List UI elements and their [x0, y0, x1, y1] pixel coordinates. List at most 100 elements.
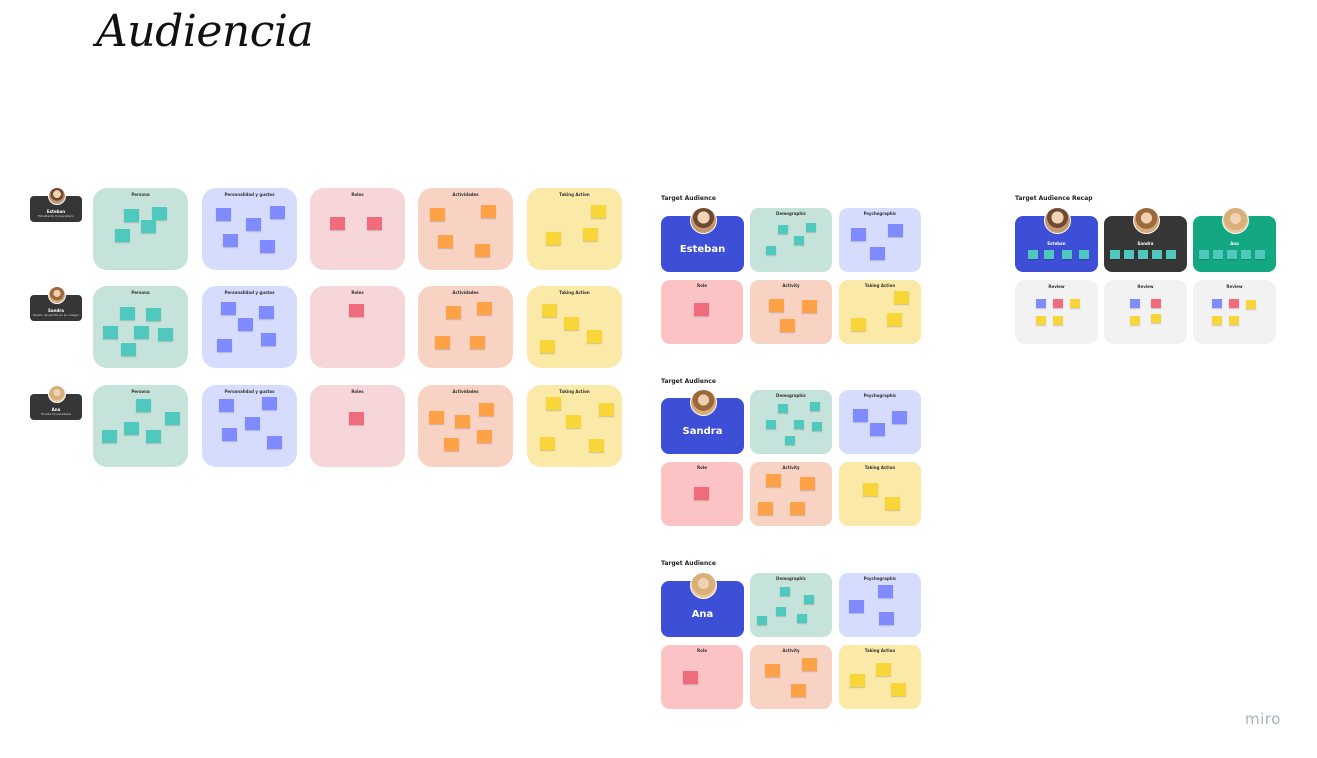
sticky-note[interactable]	[851, 318, 866, 331]
sticky-note[interactable]	[479, 403, 494, 416]
card-activity[interactable]: Activity	[750, 280, 832, 344]
sticky-note[interactable]	[260, 240, 275, 253]
sticky-note[interactable]	[583, 228, 598, 241]
sticky-note[interactable]	[870, 247, 885, 260]
sticky-note[interactable]	[591, 205, 606, 218]
sticky-note[interactable]	[429, 411, 444, 424]
sticky-note[interactable]	[1138, 250, 1148, 259]
sticky-note[interactable]	[1227, 250, 1237, 259]
sticky-note[interactable]	[219, 399, 234, 412]
sticky-note[interactable]	[790, 502, 805, 515]
sticky-note[interactable]	[851, 228, 866, 241]
sticky-note[interactable]	[470, 336, 485, 349]
sticky-note[interactable]	[812, 422, 822, 431]
persona-tag-ana[interactable]: Ana Turista Universitaria	[30, 385, 82, 420]
sticky-note[interactable]	[259, 306, 274, 319]
sticky-note[interactable]	[780, 319, 795, 332]
recap-card-ana[interactable]: Ana	[1193, 207, 1276, 272]
persona-tag-esteban[interactable]: Esteban Estudiante Universitario	[30, 187, 82, 222]
sticky-note[interactable]	[888, 224, 903, 237]
sticky-note[interactable]	[102, 430, 117, 443]
card-demographic[interactable]: Demographic	[750, 390, 832, 454]
sticky-note[interactable]	[152, 207, 167, 220]
sticky-note[interactable]	[1124, 250, 1134, 259]
sticky-note[interactable]	[540, 340, 555, 353]
card-activity[interactable]: Activity	[750, 462, 832, 526]
sticky-note[interactable]	[800, 477, 815, 490]
sticky-note[interactable]	[794, 420, 804, 429]
sticky-note[interactable]	[165, 412, 180, 425]
sticky-note[interactable]	[146, 308, 161, 321]
sticky-note[interactable]	[261, 333, 276, 346]
sticky-note[interactable]	[446, 306, 461, 319]
sticky-note[interactable]	[1079, 250, 1089, 259]
sticky-note[interactable]	[879, 612, 894, 625]
card-personality-esteban[interactable]: Personalidad y gustos	[202, 188, 297, 270]
sticky-note[interactable]	[349, 304, 364, 317]
sticky-note[interactable]	[1070, 299, 1080, 308]
sticky-note[interactable]	[778, 225, 788, 234]
card-psychographic[interactable]: Psychographic	[839, 208, 921, 272]
sticky-note[interactable]	[776, 607, 786, 616]
sticky-note[interactable]	[121, 343, 136, 356]
sticky-note[interactable]	[887, 313, 902, 326]
sticky-note[interactable]	[769, 299, 784, 312]
sticky-note[interactable]	[1229, 316, 1239, 325]
sticky-note[interactable]	[270, 206, 285, 219]
sticky-note[interactable]	[876, 663, 891, 676]
sticky-note[interactable]	[766, 474, 781, 487]
card-taking-action-sandra[interactable]: Taking Action	[527, 286, 622, 368]
hero-card-ana[interactable]: Ana	[661, 572, 744, 637]
sticky-note[interactable]	[1229, 299, 1239, 308]
sticky-note[interactable]	[804, 595, 814, 604]
card-activities-sandra[interactable]: Actividades	[418, 286, 513, 368]
sticky-note[interactable]	[791, 684, 806, 697]
sticky-note[interactable]	[246, 218, 261, 231]
sticky-note[interactable]	[1028, 250, 1038, 259]
sticky-note[interactable]	[134, 326, 149, 339]
card-roles-esteban[interactable]: Roles	[310, 188, 405, 270]
sticky-note[interactable]	[766, 420, 776, 429]
sticky-note[interactable]	[566, 415, 581, 428]
sticky-note[interactable]	[542, 304, 557, 317]
sticky-note[interactable]	[1212, 316, 1222, 325]
hero-card-esteban[interactable]: Esteban	[661, 207, 744, 272]
sticky-note[interactable]	[1151, 299, 1161, 308]
card-persona-esteban[interactable]: Persona	[93, 188, 188, 270]
sticky-note[interactable]	[330, 217, 345, 230]
sticky-note[interactable]	[1130, 316, 1140, 325]
sticky-note[interactable]	[802, 300, 817, 313]
sticky-note[interactable]	[694, 303, 709, 316]
sticky-note[interactable]	[694, 487, 709, 500]
card-taking-action-esteban[interactable]: Taking Action	[527, 188, 622, 270]
sticky-note[interactable]	[124, 422, 139, 435]
sticky-note[interactable]	[806, 223, 816, 232]
persona-tag-sandra[interactable]: Sandra Dueño de quinta en su colegio	[30, 286, 82, 321]
recap-card-sandra[interactable]: Sandra	[1104, 207, 1187, 272]
recap-card-esteban[interactable]: Esteban	[1015, 207, 1098, 272]
sticky-note[interactable]	[141, 220, 156, 233]
sticky-note[interactable]	[546, 232, 561, 245]
sticky-note[interactable]	[1110, 250, 1120, 259]
sticky-note[interactable]	[475, 244, 490, 257]
sticky-note[interactable]	[1053, 299, 1063, 308]
sticky-note[interactable]	[245, 417, 260, 430]
sticky-note[interactable]	[891, 683, 906, 696]
sticky-note[interactable]	[894, 291, 909, 304]
sticky-note[interactable]	[802, 658, 817, 671]
card-persona-ana[interactable]: Persona	[93, 385, 188, 467]
sticky-note[interactable]	[1152, 250, 1162, 259]
sticky-note[interactable]	[564, 317, 579, 330]
sticky-note[interactable]	[221, 302, 236, 315]
card-roles-sandra[interactable]: Roles	[310, 286, 405, 368]
review-card-esteban[interactable]: Review	[1015, 280, 1098, 344]
card-role[interactable]: Role	[661, 645, 743, 709]
sticky-note[interactable]	[758, 502, 773, 515]
sticky-note[interactable]	[587, 330, 602, 343]
card-psychographic[interactable]: Psychographic	[839, 573, 921, 637]
sticky-note[interactable]	[481, 205, 496, 218]
sticky-note[interactable]	[1036, 299, 1046, 308]
sticky-note[interactable]	[850, 674, 865, 687]
sticky-note[interactable]	[765, 664, 780, 677]
sticky-note[interactable]	[1199, 250, 1209, 259]
